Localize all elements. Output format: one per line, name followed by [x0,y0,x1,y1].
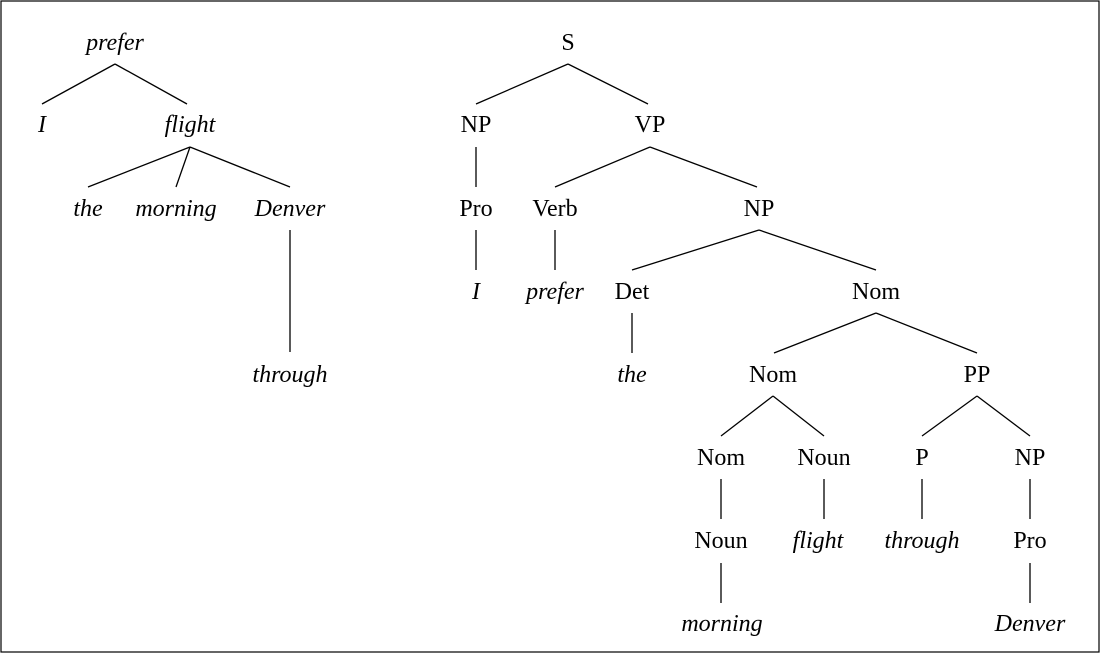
cst-edge-Nom-Noun [772,395,825,437]
cst-edge-Nom-Nom [773,312,877,354]
dep-edge-prefer-flight [114,63,188,105]
dep-node-I: I [37,112,47,138]
cst-edge-Nom-PP [875,312,978,354]
cst-node-Verb: Verb [532,196,577,222]
cst-node-Noun-modifier: Noun [694,528,747,554]
cst-word-I: I [471,279,481,305]
cst-node-Nom-top: Nom [852,279,900,305]
dep-node-Denver: Denver [254,196,326,222]
cst-word-morning: morning [681,611,762,637]
cst-node-Pro-pp: Pro [1013,528,1046,554]
cst-node-P: P [915,445,928,471]
cst-word-flight: flight [793,528,845,554]
cst-edge-VP-NP [649,146,758,188]
cst-node-S: S [561,30,574,56]
cst-node-PP: PP [964,362,991,388]
cst-edge-S-VP [567,63,649,105]
cst-node-Pro-subject: Pro [459,196,492,222]
cst-node-NP-object: NP [744,196,775,222]
cst-edge-S-NP [475,63,569,105]
cst-edge-VP-Verb [554,146,651,188]
cst-word-Denver: Denver [994,611,1066,637]
cst-node-Noun-head: Noun [797,445,850,471]
cst-word-the: the [617,362,647,388]
cst-node-Nom-mid: Nom [749,362,797,388]
dep-edge-flight-morning [175,146,191,188]
dep-node-morning: morning [135,196,216,222]
cst-edge-Nom-Nom2 [720,395,774,437]
cst-node-VP: VP [635,112,666,138]
dep-edge-flight-Denver [189,146,291,188]
cst-edge-NP-Det [631,229,760,271]
cst-edge-PP-P [921,395,978,437]
cst-node-Det: Det [615,279,650,305]
dep-node-the: the [73,196,103,222]
dep-node-prefer: prefer [84,30,144,56]
cst-edge-NP-Nom [758,229,877,271]
cst-node-NP-subject: NP [461,112,492,138]
dependency-tree: prefer I flight the morning Denver throu… [37,30,328,388]
dep-node-through: through [252,362,327,388]
cst-edge-PP-NP [976,395,1031,437]
dep-edge-flight-the [87,146,191,188]
cst-word-prefer: prefer [524,279,584,305]
cst-node-NP-pp: NP [1015,445,1046,471]
cst-word-through: through [884,528,959,554]
cst-node-Nom-low: Nom [697,445,745,471]
dep-edge-prefer-I [41,63,116,105]
dep-node-flight: flight [165,112,217,138]
constituency-tree: S NP VP Pro Verb NP I prefer Det Nom the… [459,30,1066,637]
